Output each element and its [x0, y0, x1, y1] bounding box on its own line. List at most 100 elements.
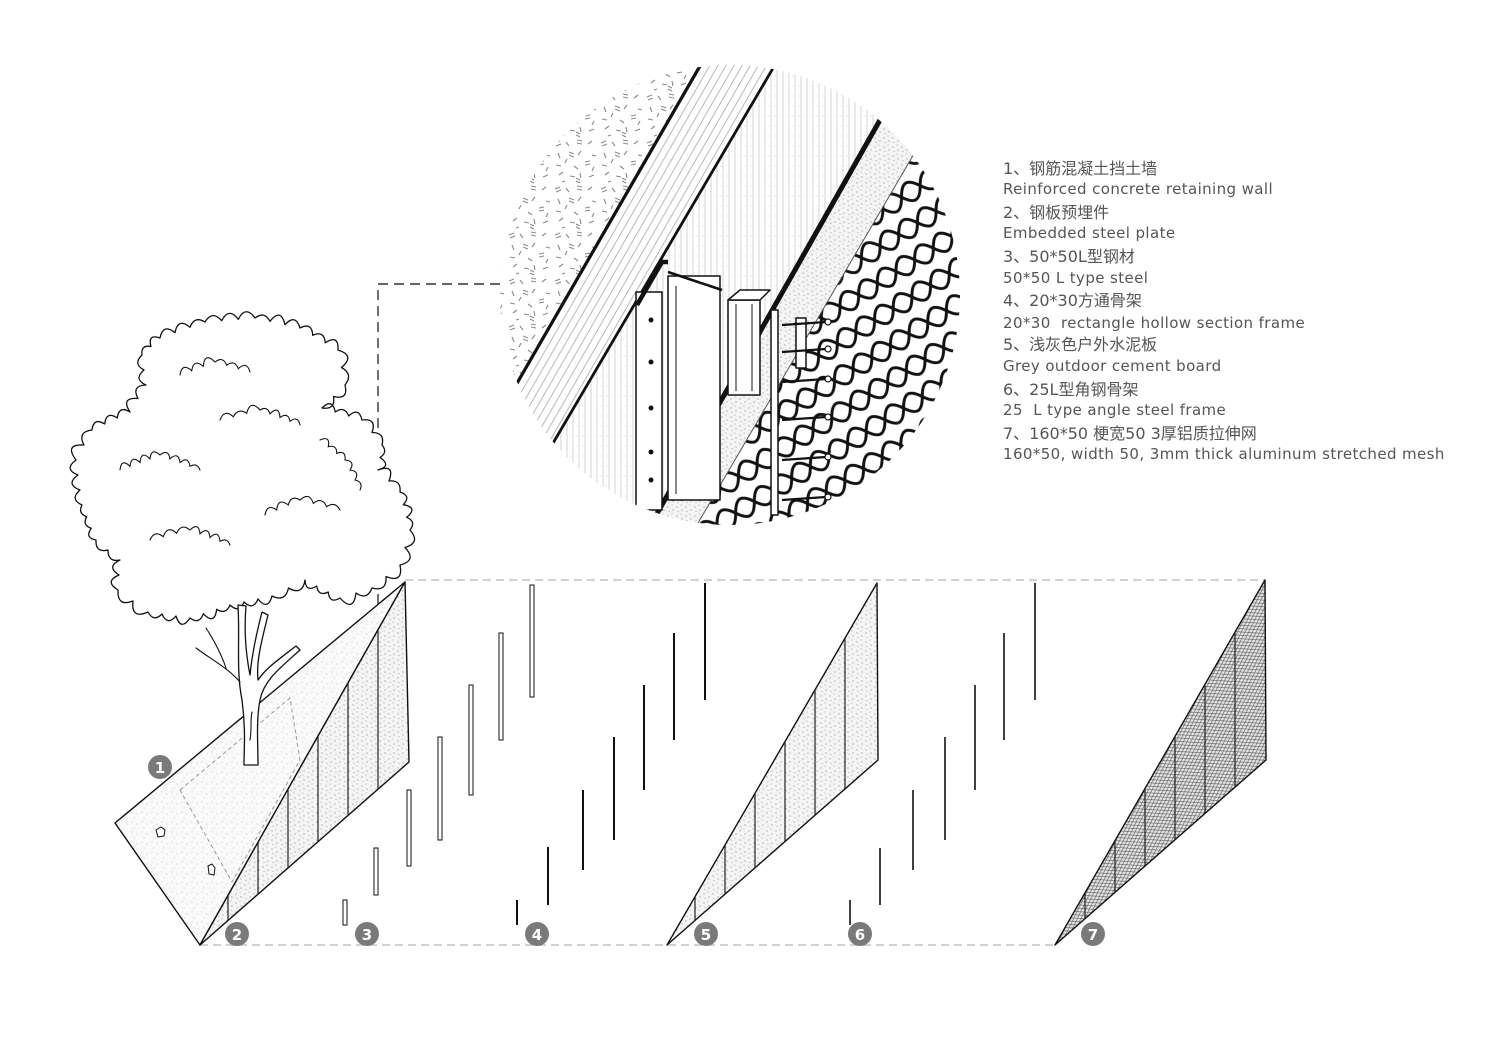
- marker-number: 6: [855, 926, 865, 944]
- marker-badge: [525, 922, 549, 946]
- l-steel-member: [498, 632, 504, 741]
- legend-item-5-zh: 5、浅灰色户外水泥板: [1003, 335, 1157, 354]
- detail-rhs-top-edge: [667, 270, 723, 292]
- marker-2: 2: [225, 922, 249, 946]
- marker-4: 4: [525, 922, 549, 946]
- l-steel-member: [342, 899, 348, 926]
- layer-aluminum-mesh: [1054, 579, 1267, 946]
- detail-aluminum-mesh: [653, 65, 960, 525]
- marker-badge: [1081, 922, 1105, 946]
- layer-angle-steel-frame: [849, 583, 1036, 925]
- marker-number: 1: [155, 759, 165, 777]
- legend-item-1-en: Reinforced concrete retaining wall: [1003, 180, 1273, 198]
- detail-rhs-frame: [667, 275, 721, 501]
- legend-item-7-zh: 7、160*50 梗宽50 3厚铝质拉伸网: [1003, 424, 1257, 443]
- detail-angle-frame: [770, 309, 779, 516]
- layer-retaining-wall: [114, 581, 410, 946]
- marker-3: 3: [355, 922, 379, 946]
- l-steel-member: [468, 684, 474, 796]
- marker-badge: [355, 922, 379, 946]
- detail-screws: [781, 318, 832, 502]
- legend-item-4-zh: 4、20*30方通骨架: [1003, 291, 1142, 310]
- legend-item-4-en: 20*30 rectangle hollow section frame: [1003, 314, 1305, 332]
- bolt-hole: [648, 359, 654, 365]
- bolt-hole: [648, 405, 654, 411]
- marker-badge: [694, 922, 718, 946]
- tree-trunk: [237, 604, 301, 766]
- screw-head: [824, 453, 832, 461]
- l-steel-member: [406, 789, 412, 867]
- legend-item-1-zh: 1、钢筋混凝土挡土墙: [1003, 159, 1157, 178]
- wall-stone: [207, 863, 216, 876]
- detail-bolt-holes: [648, 317, 654, 483]
- foliage-line: [319, 438, 362, 491]
- marker-number: 5: [701, 926, 711, 944]
- marker-7: 7: [1081, 922, 1105, 946]
- detail-leader-line: [377, 283, 500, 651]
- tree-foliage-detail: [119, 357, 362, 546]
- screw-shank: [781, 320, 827, 327]
- screw-shank: [781, 455, 827, 462]
- detail-l-steel-web: [635, 291, 663, 511]
- screw-shank: [781, 415, 827, 422]
- legend: 1、钢筋混凝土挡土墙 Reinforced concrete retaining…: [1003, 159, 1445, 463]
- detail-square-tube: [727, 299, 761, 396]
- tree-canopy: [69, 311, 416, 625]
- detail-embedded-plate: [635, 259, 668, 307]
- embedded-plate-face: [199, 581, 410, 946]
- bolt-hole: [648, 477, 654, 483]
- legend-item-3-en: 50*50 L type steel: [1003, 269, 1148, 287]
- screw-head: [824, 413, 832, 421]
- screw-head: [824, 345, 832, 353]
- legend-item-5-en: Grey outdoor cement board: [1003, 357, 1222, 375]
- marker-number: 4: [532, 926, 542, 944]
- screw-shank: [781, 347, 827, 354]
- detail-angle-bracket: [795, 317, 807, 369]
- wall-stone: [155, 826, 166, 838]
- legend-item-2-zh: 2、钢板预埋件: [1003, 203, 1109, 222]
- detail-wall-strip: [500, 65, 813, 525]
- layer-cement-board: [666, 582, 879, 946]
- detail-wall-face-line: [500, 65, 740, 525]
- screw-head: [824, 493, 832, 501]
- legend-item-3-zh: 3、50*50L型钢材: [1003, 247, 1135, 266]
- detail-concrete-wall: [500, 65, 738, 525]
- marker-number: 2: [232, 926, 242, 944]
- marker-badge: [225, 922, 249, 946]
- screw-head: [824, 375, 832, 383]
- marker-1: 1: [148, 755, 172, 779]
- marker-number: 7: [1088, 926, 1098, 944]
- foliage-line: [119, 451, 201, 471]
- legend-item-2-en: Embedded steel plate: [1003, 224, 1175, 242]
- detail-square-tube-cap: [727, 289, 771, 301]
- foliage-line: [264, 495, 341, 516]
- screw-head: [824, 318, 832, 326]
- marker-5: 5: [694, 922, 718, 946]
- l-steel-member: [437, 736, 443, 841]
- legend-item-7-en: 160*50, width 50, 3mm thick aluminum str…: [1003, 445, 1445, 463]
- l-steel-member: [529, 584, 535, 698]
- layer-l-type-steel: [342, 584, 535, 926]
- tree: [69, 311, 416, 766]
- screw-shank: [781, 377, 827, 384]
- foliage-line: [179, 357, 251, 376]
- screw-shank: [781, 495, 827, 502]
- layer-rhs-frame: [516, 583, 706, 925]
- foliage-line: [149, 526, 231, 546]
- tree-branches: [195, 627, 253, 741]
- l-steel-member: [373, 847, 379, 896]
- marker-badge: [148, 755, 172, 779]
- wall-dashed-outline: [179, 697, 301, 884]
- marker-number: 3: [362, 926, 372, 944]
- cement-board-panel: [666, 582, 879, 946]
- foliage-line: [219, 404, 301, 426]
- legend-item-6-en: 25 L type angle steel frame: [1003, 401, 1226, 419]
- detail-magnifier: [500, 65, 960, 525]
- aluminum-mesh-panel: [1054, 579, 1267, 946]
- marker-6: 6: [848, 922, 872, 946]
- bolt-hole: [648, 449, 654, 455]
- component-markers: 1 2 3 4 5 6 7: [148, 755, 1105, 946]
- bolt-hole: [648, 317, 654, 323]
- legend-item-6-zh: 6、25L型角钢骨架: [1003, 380, 1138, 399]
